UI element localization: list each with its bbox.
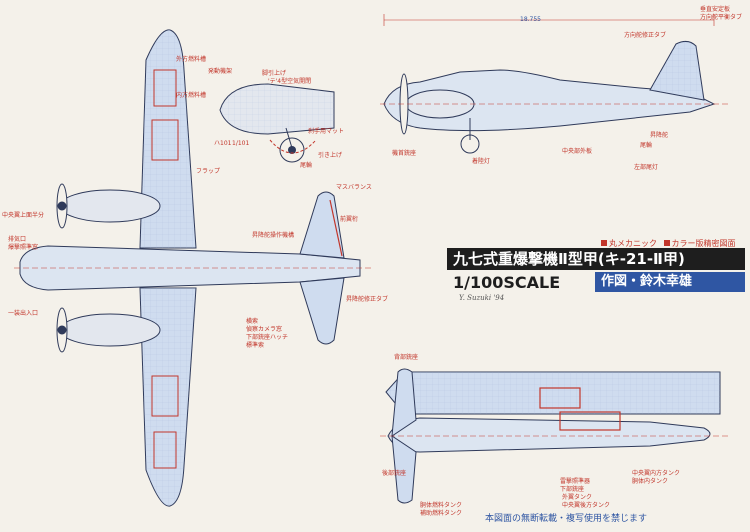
label-tail-wheel-detail: 尾輪 xyxy=(300,162,313,169)
label-dorsal-turret: 背部銃座 xyxy=(394,354,419,361)
label-flap: フラップ xyxy=(196,168,221,175)
label-center-rear-tank: 中央翼後方タンク xyxy=(562,502,611,509)
label-entry: 一装出入口 xyxy=(8,310,39,317)
side-view xyxy=(380,14,728,154)
label-rudder-balance: 方向舵平衡タブ xyxy=(700,14,743,21)
series-marker xyxy=(663,240,670,246)
label-fuselage-fuel-tank: 胴体燃料タンク xyxy=(420,502,463,509)
label-bomb-sight: 爆撃照準窓 xyxy=(8,244,39,251)
plan-tailplane-upper xyxy=(299,191,345,259)
label-nose-turret: 機首銃座 xyxy=(392,150,417,157)
series-name-1: 丸メカニック xyxy=(609,239,657,248)
label-elevator-tab: 昇降舵修正タブ xyxy=(346,296,389,303)
label-lower-turret: 下部銃座 xyxy=(560,486,585,493)
scale-label: 1/100SCALE xyxy=(453,273,561,292)
label-landing-light: 着陸灯 xyxy=(472,158,491,165)
label-exhaust: 排気口 xyxy=(8,236,27,243)
label-vertical-stabilizer: 垂直安定板 xyxy=(700,6,731,13)
label-outer-fuel-tank: 外方燃料槽 xyxy=(176,56,207,63)
label-aux-fuel-tank: 補助燃料タンク xyxy=(420,510,463,517)
label-rudder-tab: 方向舵修正タブ xyxy=(624,32,667,39)
plan-tailplane-lower xyxy=(299,277,345,345)
label-center-wing: 中央翼上面半分 xyxy=(2,212,45,219)
label-pull-up: 引き上げ xyxy=(318,152,343,159)
plan-nacelle-upper xyxy=(59,189,161,223)
label-ratio: 1/101 xyxy=(232,140,250,147)
plan-propeller-upper xyxy=(56,183,68,229)
label-fuselage-tank: 胴体内タンク xyxy=(632,478,669,485)
artist-signature: Y. Suzuki '94 xyxy=(459,294,505,302)
label-gear-retract: 脚引上げ xyxy=(262,70,287,77)
label-mass-balance: マスバランス xyxy=(336,184,372,191)
copyright-notice: 本図面の無断転載・複写使用を禁じます xyxy=(485,514,648,524)
internal-fuselage xyxy=(387,417,711,453)
label-cable: 横索 xyxy=(246,318,259,325)
author-credit: 作図・鈴木幸雄 xyxy=(595,272,745,292)
label-center-skin: 中央部外板 xyxy=(562,148,593,155)
label-ha101: ハ101 xyxy=(214,140,232,147)
label-camera-window: 偵察カメラ窓 xyxy=(246,326,283,333)
label-inner-fuel-tank: 内方燃料槽 xyxy=(176,92,207,99)
label-engine-mount: 発動機架 xyxy=(208,68,233,75)
label-elevator: 昇降舵 xyxy=(650,132,669,139)
label-elevator-mechanism: 昇降舵操作機構 xyxy=(252,232,295,239)
side-fuselage xyxy=(383,69,716,132)
series-marker xyxy=(601,240,607,246)
internal-view xyxy=(380,368,728,504)
label-center-inner-tank: 中央翼内方タンク xyxy=(632,470,681,477)
label-outer-wing-tank: 外翼タンク xyxy=(562,494,593,501)
plan-nacelle-lower xyxy=(59,313,161,347)
plan-view xyxy=(14,29,372,507)
label-tail-wheel: 尾輪 xyxy=(640,142,653,149)
label-front-spar: 前翼桁 xyxy=(340,216,359,223)
label-rear-turret: 後部銃座 xyxy=(382,470,407,477)
series-name-2: カラー版精密図面 xyxy=(671,239,736,248)
label-tail-light: 左部尾灯 xyxy=(634,164,659,171)
series-label: 丸メカニック カラー版精密図面 xyxy=(597,238,736,249)
label-bomb-sight-2: 雷撃照準器 xyxy=(560,478,591,485)
main-title: 九七式重爆撃機Ⅱ型甲(キ-21-Ⅱ甲) xyxy=(447,248,745,270)
label-dimension: 18.755 xyxy=(520,16,541,23)
label-standard-cable: 標準索 xyxy=(246,342,265,349)
label-lower-hatch: 下部銃座ハッチ xyxy=(246,334,289,341)
label-mat: 刹手用マット xyxy=(308,128,345,135)
label-air-valve: 'テ'4型空気開閉 xyxy=(268,78,312,85)
plan-propeller-lower xyxy=(56,307,68,353)
nacelle-detail xyxy=(219,83,335,163)
